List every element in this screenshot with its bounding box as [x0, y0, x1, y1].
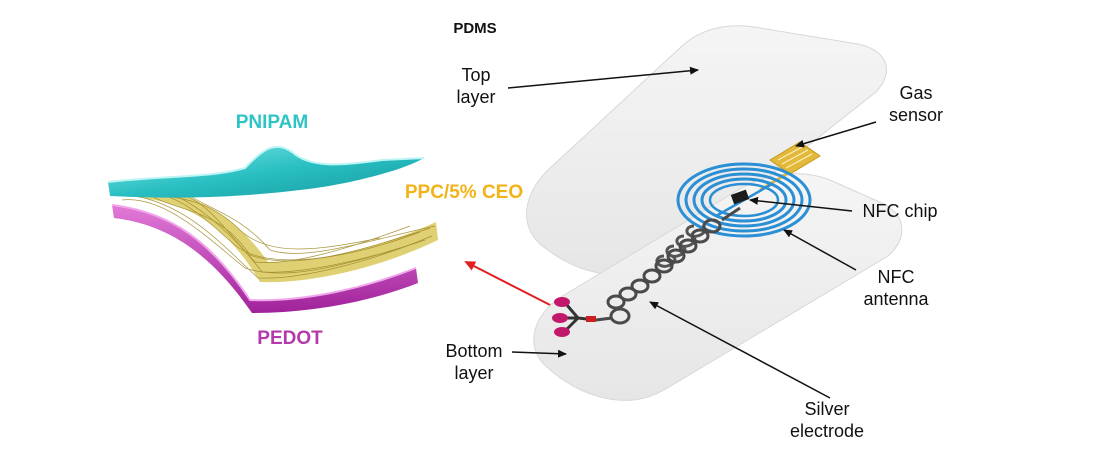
nfc-chip-arrow	[749, 196, 853, 212]
nfc-chip-element	[730, 189, 750, 205]
pedot-label: PEDOT	[257, 328, 323, 349]
pnipam-layer	[108, 146, 424, 198]
bottom-layer-label: Bottom layer	[445, 341, 503, 383]
bottom-layer-arrow	[511, 349, 567, 358]
material-stack	[107, 145, 438, 313]
nfc-antenna-arrow	[783, 229, 857, 271]
gas-sensor-arrow	[795, 121, 877, 148]
nfc-chip-label: NFC chip	[862, 201, 938, 221]
fiber-mat	[118, 183, 438, 283]
top-layer-arrow	[507, 66, 699, 89]
pnipam-label: PNIPAM	[235, 112, 309, 133]
bottom-pdms-layer	[533, 173, 903, 401]
ppc-ceo-label: PPC/5% CEO	[404, 182, 524, 203]
nfc-antenna-label: NFC antenna	[863, 267, 929, 309]
pointer-arrow	[464, 261, 557, 309]
electrode-pads	[552, 297, 597, 337]
pedot-layer	[112, 205, 418, 313]
silver-electrode-arrow	[649, 301, 831, 399]
top-layer-label: Top layer	[456, 65, 496, 107]
silver-electrode-spiral	[595, 206, 741, 325]
silver-electrode-label: Silver electrode	[789, 399, 865, 441]
pdms-label: PDMS	[453, 20, 497, 37]
gas-sensor-label: Gas sensor	[888, 83, 944, 125]
